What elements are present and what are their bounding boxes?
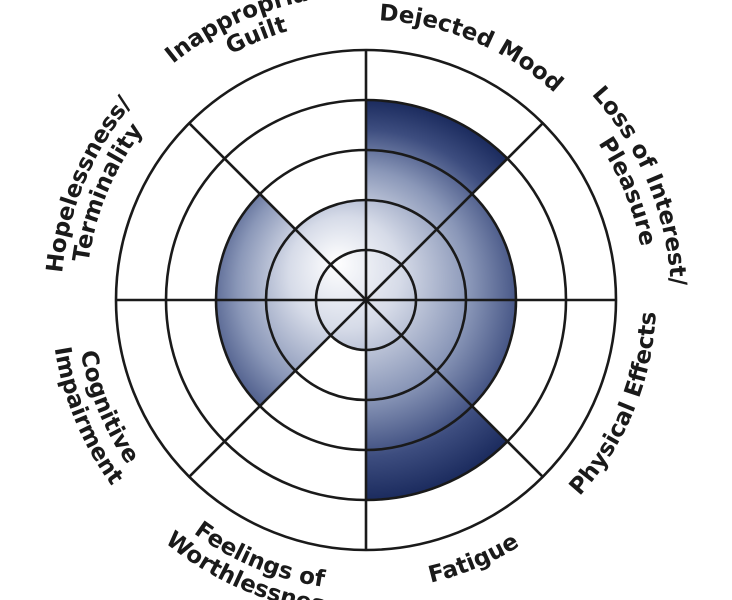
label-dejected-mood: Dejected Mood xyxy=(378,0,567,97)
divider-line xyxy=(365,122,544,301)
divider-line xyxy=(365,299,544,478)
segment-loss-of-interest-pleasure xyxy=(366,193,516,300)
segment-dejected-mood xyxy=(366,100,508,300)
severity-segments xyxy=(216,100,516,500)
segment-feelings-of-worthlessness xyxy=(330,300,366,350)
segment-cognitive-impairment xyxy=(216,300,366,407)
segment-fatigue xyxy=(366,300,508,500)
divider-line xyxy=(188,299,367,478)
divider-line xyxy=(188,122,367,301)
segment-inappropriate-guilt xyxy=(295,200,366,300)
segment-physical-effects xyxy=(366,300,516,407)
category-dividers xyxy=(116,50,616,550)
segment-hopelessness-terminality xyxy=(216,193,366,300)
